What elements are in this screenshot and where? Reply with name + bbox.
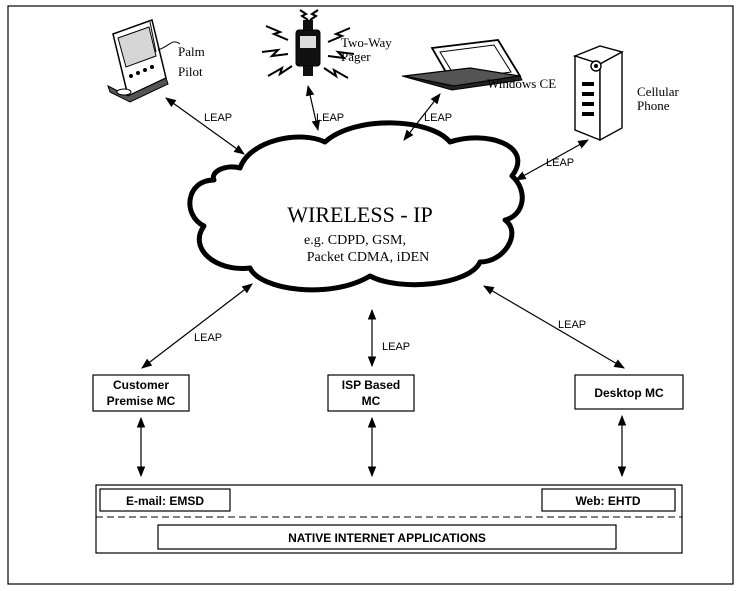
two-way-pager-icon [261, 9, 355, 79]
desktop-mc-box: Desktop MC [574, 374, 684, 410]
customer-leap-arrow [141, 283, 253, 369]
outer-frame [7, 5, 734, 585]
cellular-label-line2: Phone [637, 98, 670, 113]
native-internet-applications-box [157, 524, 617, 550]
palm-stylus-connector [157, 41, 181, 51]
customer-mc-label-line1: Customer [113, 378, 169, 392]
palm-leap-label: LEAP [204, 112, 232, 124]
isp-leap-label: LEAP [382, 341, 410, 353]
native-internet-applications-label: NATIVE INTERNET APPLICATIONS [288, 531, 486, 545]
isp-mc-label-line1: ISP Based [342, 378, 400, 392]
cellular-phone-icon [572, 45, 624, 142]
pager-label-line2: Pager [341, 49, 371, 64]
customer-leap-label: LEAP [194, 332, 222, 344]
customer-premise-mc-box: Customer Premise MC [92, 374, 190, 412]
customer-mc-label-line2: Premise MC [107, 394, 176, 408]
web-ehtd-label: Web: EHTD [575, 494, 640, 508]
desktop-mc-label: Desktop MC [594, 386, 664, 400]
pager-leap-label: LEAP [316, 112, 344, 124]
email-emsd-label: E-mail: EMSD [126, 494, 204, 508]
email-emsd-box [99, 488, 231, 512]
cellular-label-line1: Cellular [637, 84, 680, 99]
palm-label-line2: Pilot [178, 64, 203, 79]
web-ehtd-box [541, 488, 676, 512]
windows-ce-laptop-icon [401, 39, 523, 91]
palm-label-line1: Palm [178, 44, 205, 59]
desktop-leap-arrow [483, 285, 625, 369]
wireless-ip-cloud [187, 120, 525, 293]
cellular-leap-label: LEAP [546, 157, 574, 169]
palm-pilot-icon [107, 19, 169, 103]
cloud-examples-line1: e.g. CDPD, GSM, [304, 233, 406, 248]
cloud-title: WIRELESS - IP [287, 202, 432, 227]
palm-leap-arrow [165, 97, 245, 155]
windows-leap-arrow [403, 93, 441, 141]
isp-based-mc-box: ISP Based MC [327, 374, 415, 412]
windows-ce-label: Windows CE [487, 76, 556, 91]
desktop-leap-label: LEAP [558, 319, 586, 331]
cellular-leap-arrow [515, 139, 589, 181]
windows-leap-label: LEAP [424, 112, 452, 124]
pager-leap-arrow [305, 84, 321, 132]
cloud-examples-line2: Packet CDMA, iDEN [307, 250, 430, 265]
pager-label-line1: Two-Way [341, 35, 392, 50]
isp-mc-label-line2: MC [362, 394, 381, 408]
